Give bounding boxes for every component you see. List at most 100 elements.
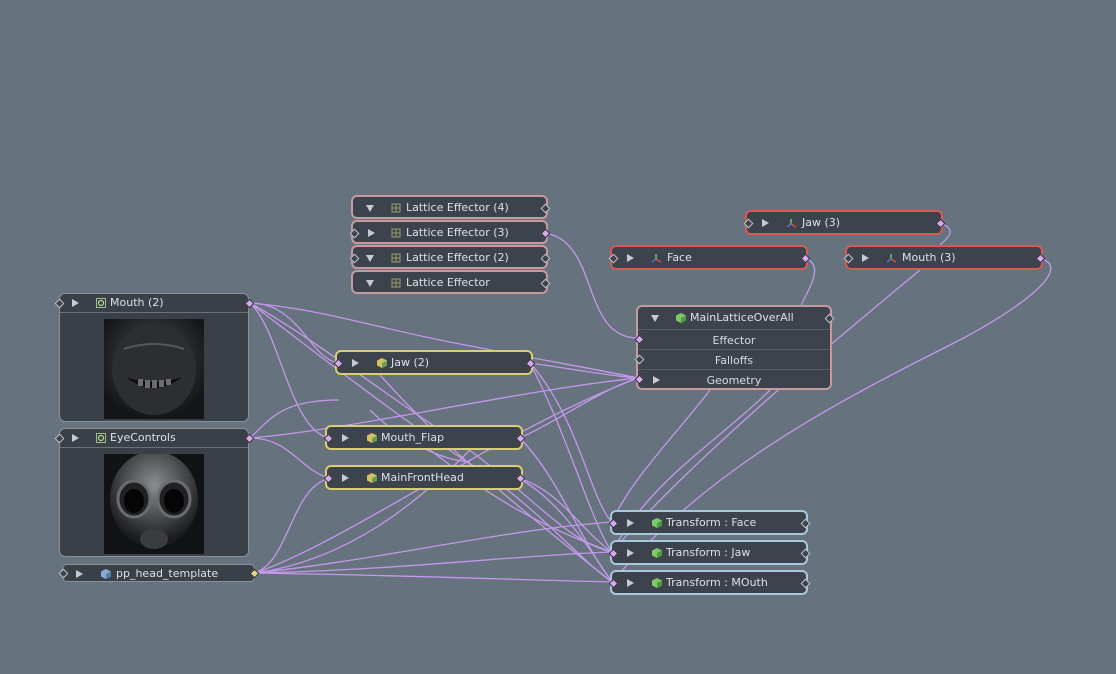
wire	[254, 551, 613, 574]
expand-arrow-icon[interactable]	[72, 299, 79, 307]
input-port[interactable]	[634, 374, 645, 385]
expand-arrow-icon[interactable]	[653, 376, 660, 384]
input-port[interactable]	[608, 548, 619, 559]
node-label: Lattice Effector	[406, 276, 490, 289]
mesh-cube-icon	[367, 473, 377, 483]
node-label: Lattice Effector (2)	[406, 251, 509, 264]
node-label: Mouth_Flap	[381, 431, 445, 444]
expand-arrow-icon[interactable]	[627, 579, 634, 587]
node-lattice-effector-4[interactable]: Lattice Effector (4)	[351, 195, 551, 219]
input-port[interactable]	[349, 253, 360, 264]
collapse-arrow-icon[interactable]	[651, 315, 659, 322]
expand-arrow-icon[interactable]	[627, 254, 634, 262]
template-cube-icon	[101, 569, 111, 579]
node-label: Jaw (3)	[802, 216, 841, 229]
node-transform-face[interactable]: Transform : Face	[608, 510, 811, 535]
wire	[249, 302, 639, 379]
node-main-front-head[interactable]: MainFrontHead	[323, 465, 526, 490]
wire	[249, 377, 639, 439]
collapse-arrow-icon[interactable]	[366, 280, 374, 287]
input-port[interactable]	[323, 433, 334, 444]
node-pp-head-template[interactable]: pp_head_template	[58, 564, 260, 582]
lattice-effector-icon	[391, 203, 401, 213]
lattice-effector-icon	[391, 278, 401, 288]
lattice-effector-icon	[391, 228, 401, 238]
expand-arrow-icon[interactable]	[862, 254, 869, 262]
group-gear-icon	[96, 433, 106, 443]
mesh-cube-icon	[652, 548, 662, 558]
expand-arrow-icon[interactable]	[342, 434, 349, 442]
node-label: Mouth (3)	[902, 251, 956, 264]
mesh-cube-icon	[676, 313, 686, 323]
input-port[interactable]	[349, 228, 360, 239]
wire	[517, 477, 613, 553]
mesh-cube-icon	[652, 518, 662, 528]
node-main-lattice-over-all[interactable]: MainLatticeOverAll Effector Falloffs Geo…	[634, 305, 835, 390]
input-port[interactable]	[608, 253, 619, 264]
expand-arrow-icon[interactable]	[76, 570, 83, 578]
node-lattice-effector-2[interactable]: Lattice Effector (2)	[349, 245, 551, 269]
locator-axis-icon	[787, 219, 797, 228]
channel-effector[interactable]: Effector	[634, 329, 830, 350]
wire	[519, 437, 613, 583]
wire	[543, 232, 639, 339]
channel-label: Geometry	[706, 373, 762, 387]
mesh-cube-icon	[367, 433, 377, 443]
wire	[249, 302, 340, 364]
channel-label: Effector	[712, 333, 756, 347]
expand-arrow-icon[interactable]	[342, 474, 349, 482]
node-lattice-effector[interactable]: Lattice Effector	[351, 270, 551, 294]
wire	[519, 377, 639, 439]
wire	[517, 477, 613, 583]
wire	[254, 572, 613, 583]
node-label: pp_head_template	[116, 567, 219, 580]
collapse-arrow-icon[interactable]	[366, 255, 374, 262]
channel-geometry[interactable]: Geometry	[634, 369, 830, 390]
group-gear-icon	[96, 298, 106, 308]
node-mouth-2[interactable]: Mouth (2)	[54, 293, 255, 422]
mesh-cube-icon	[652, 578, 662, 588]
expand-arrow-icon[interactable]	[627, 519, 634, 527]
node-jaw-3[interactable]: Jaw (3)	[743, 210, 946, 235]
input-port[interactable]	[323, 473, 334, 484]
expand-arrow-icon[interactable]	[762, 219, 769, 227]
node-mouth-3[interactable]: Mouth (3)	[843, 245, 1046, 270]
node-label: Transform : MOuth	[666, 576, 768, 589]
channel-label: Falloffs	[714, 353, 754, 367]
expand-arrow-icon[interactable]	[72, 434, 79, 442]
expand-arrow-icon[interactable]	[627, 549, 634, 557]
node-jaw-2[interactable]: Jaw (2)	[333, 350, 536, 375]
wire	[249, 399, 340, 439]
wire	[611, 257, 1052, 583]
input-port[interactable]	[333, 358, 344, 369]
input-port[interactable]	[608, 518, 619, 529]
input-port[interactable]	[743, 218, 754, 229]
node-label: Mouth (2)	[110, 296, 164, 309]
input-port[interactable]	[608, 578, 619, 589]
expand-arrow-icon[interactable]	[368, 229, 375, 237]
channel-falloffs[interactable]: Falloffs	[634, 349, 830, 370]
node-label: Lattice Effector (4)	[406, 201, 509, 214]
node-transform-jaw[interactable]: Transform : Jaw	[608, 540, 811, 565]
input-port[interactable]	[843, 253, 854, 264]
wire	[529, 362, 613, 523]
locator-axis-icon	[887, 254, 897, 263]
node-lattice-effector-3[interactable]: Lattice Effector (3)	[349, 220, 551, 244]
wire	[529, 362, 639, 379]
input-port[interactable]	[634, 354, 645, 365]
mesh-cube-icon	[377, 358, 387, 368]
input-port[interactable]	[634, 334, 645, 345]
wire	[611, 389, 711, 523]
wire	[254, 521, 613, 574]
wire	[379, 374, 613, 583]
node-transform-mouth[interactable]: Transform : MOuth	[608, 570, 811, 595]
node-label: Jaw (2)	[391, 356, 430, 369]
wire	[249, 302, 330, 439]
collapse-arrow-icon[interactable]	[366, 205, 374, 212]
expand-arrow-icon[interactable]	[352, 359, 359, 367]
node-mouth-flap[interactable]: Mouth_Flap	[323, 425, 526, 450]
node-eye-controls[interactable]: EyeControls	[54, 428, 255, 557]
eye-thumbnail	[104, 454, 204, 554]
node-label: EyeControls	[110, 431, 176, 444]
node-face[interactable]: Face	[608, 245, 811, 270]
